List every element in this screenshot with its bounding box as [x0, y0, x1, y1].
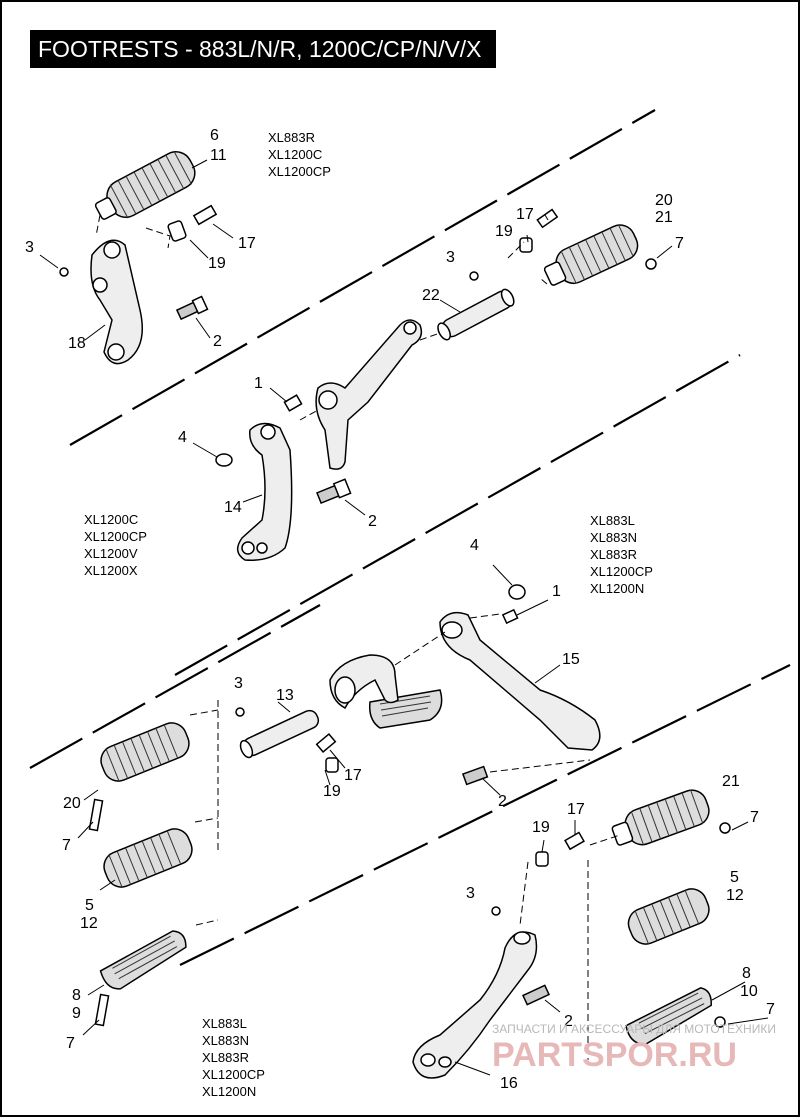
- model-list-upper-left: XL883R XL1200C XL1200CP: [268, 130, 331, 179]
- model-list-lower-left: XL883L XL883N XL883R XL1200CP XL1200N: [202, 1016, 265, 1099]
- callout-7c: 7: [66, 1035, 75, 1052]
- callout-4b: 4: [470, 537, 479, 554]
- callout-11: 11: [210, 147, 227, 164]
- callout-13: 13: [276, 687, 294, 704]
- callout-8: 8: [72, 987, 81, 1004]
- callout-3d: 3: [466, 885, 475, 902]
- leader-lines-upper-left: [39, 159, 234, 341]
- callout-19c: 19: [323, 783, 341, 800]
- part-group-upper-left: [59, 150, 218, 365]
- model-name: XL1200X: [84, 563, 138, 578]
- callout-3b: 3: [446, 249, 455, 266]
- callout-2b: 2: [368, 513, 377, 530]
- callout-12: 12: [80, 915, 98, 932]
- leader-lines-upper-right: [192, 214, 673, 516]
- callout-17b: 17: [516, 206, 534, 223]
- model-name: XL1200CP: [202, 1067, 265, 1082]
- model-list-middle-right: XL883L XL883N XL883R XL1200CP XL1200N: [590, 513, 653, 596]
- callout-21b: 21: [722, 773, 740, 790]
- callout-19d: 19: [532, 819, 550, 836]
- callout-18: 18: [68, 335, 86, 352]
- callout-22: 22: [422, 287, 440, 304]
- callout-21: 21: [655, 209, 673, 226]
- model-name: XL883N: [202, 1033, 249, 1048]
- callout-17c: 17: [344, 767, 362, 784]
- callout-5: 5: [85, 897, 94, 914]
- model-name: XL1200CP: [590, 564, 653, 579]
- model-name: XL1200CP: [268, 164, 331, 179]
- callout-2c: 2: [498, 793, 507, 810]
- callout-9: 9: [72, 1005, 81, 1022]
- callout-16: 16: [500, 1075, 518, 1092]
- leader-lines-lower-left: [77, 709, 219, 1036]
- callout-17: 17: [238, 235, 256, 252]
- section-divider-3: [29, 604, 321, 769]
- part-group-lower-right: [412, 789, 731, 1079]
- callout-15: 15: [562, 651, 580, 668]
- model-name: XL1200C: [268, 147, 322, 162]
- callout-3c: 3: [234, 675, 243, 692]
- callout-2: 2: [213, 333, 222, 350]
- callout-19b: 19: [495, 223, 513, 240]
- model-list-middle-left: XL1200C XL1200CP XL1200V XL1200X: [84, 512, 147, 578]
- callout-7b: 7: [62, 837, 71, 854]
- watermark-logo: PARTSPOR.RU: [492, 1036, 737, 1074]
- callout-12b: 12: [726, 887, 744, 904]
- model-name: XL1200N: [202, 1084, 256, 1099]
- model-name: XL883N: [590, 530, 637, 545]
- model-name: XL1200C: [84, 512, 138, 527]
- callout-20: 20: [655, 192, 673, 209]
- section-divider-1: [69, 109, 656, 446]
- callout-8b: 8: [742, 965, 751, 982]
- section-divider-4: [179, 664, 791, 966]
- callout-10: 10: [740, 983, 758, 1000]
- callout-4: 4: [178, 429, 187, 446]
- callout-5b: 5: [730, 869, 739, 886]
- model-name: XL1200N: [590, 581, 644, 596]
- callout-7: 7: [675, 235, 684, 252]
- leader-lines-middle: [217, 564, 591, 850]
- part-group-middle: [235, 584, 601, 786]
- callout-labels: 6 11 17 3 19 18 2 20 21 7 19 17 3 22 1 4…: [25, 127, 775, 1092]
- model-name: XL883R: [268, 130, 315, 145]
- callout-1b: 1: [552, 583, 561, 600]
- callout-19: 19: [208, 255, 226, 272]
- callout-1: 1: [254, 375, 263, 392]
- model-name: XL883R: [202, 1050, 249, 1065]
- leader-lines-lower-right: [454, 820, 769, 1076]
- model-name: XL1200CP: [84, 529, 147, 544]
- callout-6: 6: [210, 127, 219, 144]
- section-divider-2: [174, 354, 741, 676]
- callout-2d: 2: [564, 1013, 573, 1030]
- callout-20b: 20: [63, 795, 81, 812]
- model-name: XL883L: [202, 1016, 247, 1031]
- model-name: XL883R: [590, 547, 637, 562]
- model-name: XL883L: [590, 513, 635, 528]
- callout-14: 14: [224, 499, 242, 516]
- callout-7d: 7: [750, 809, 759, 826]
- watermark-caption: ЗАПЧАСТИ И АКСЕССУАРЫ ДЛЯ МОТОТЕХНИКИ: [492, 1022, 776, 1036]
- callout-17d: 17: [567, 801, 585, 818]
- part-group-upper-right: [215, 208, 657, 561]
- callout-7e: 7: [766, 1001, 775, 1018]
- part-group-lower-left: [88, 722, 193, 1027]
- callout-3: 3: [25, 239, 34, 256]
- model-name: XL1200V: [84, 546, 138, 561]
- page-title: FOOTRESTS - 883L/N/R, 1200C/CP/N/V/X: [30, 30, 496, 68]
